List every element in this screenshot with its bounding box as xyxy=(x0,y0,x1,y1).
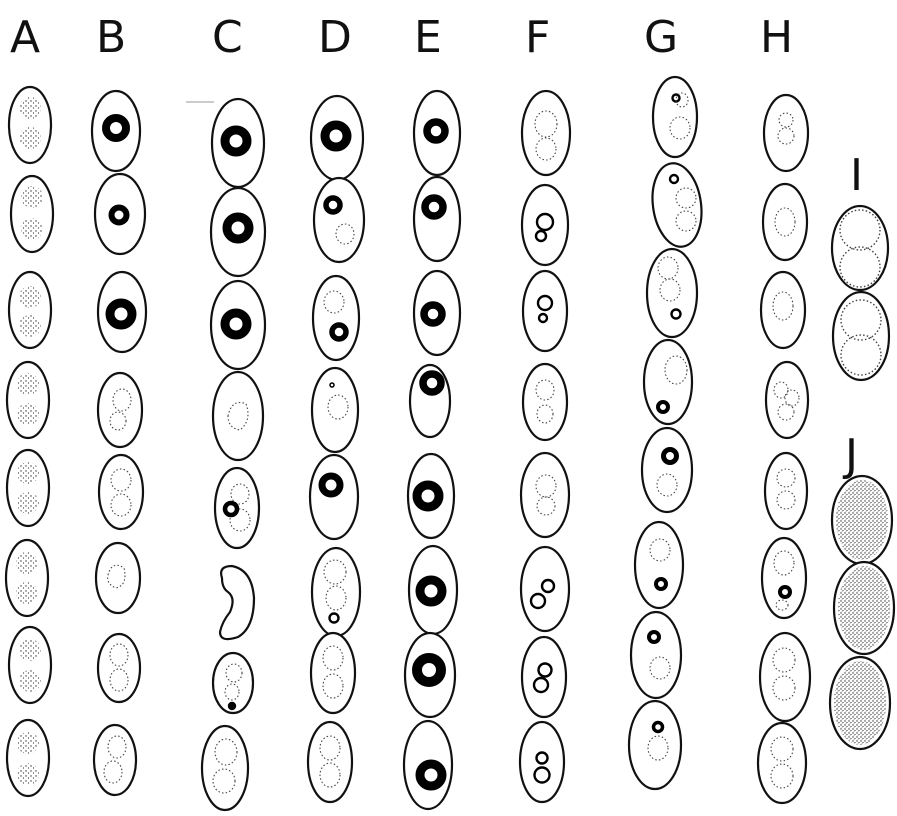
cell-b-8 xyxy=(94,725,136,795)
cell-e-6 xyxy=(409,546,457,634)
cell-b-3 xyxy=(98,272,146,352)
cell-f-7 xyxy=(522,637,566,717)
cell-g-3 xyxy=(647,249,697,337)
cell-c-3 xyxy=(211,281,265,369)
column-label-b: B xyxy=(96,12,126,63)
cell-e-5 xyxy=(408,454,454,538)
cell-d-5 xyxy=(310,455,358,539)
cell-a-4 xyxy=(7,362,49,438)
cell-e-2 xyxy=(414,177,460,261)
column-d-cells xyxy=(308,96,364,802)
column-label-g: G xyxy=(644,12,678,63)
cell-b-7 xyxy=(98,634,140,702)
cell-f-6 xyxy=(521,547,569,631)
cell-h-1 xyxy=(764,95,808,171)
cell-f-4 xyxy=(523,364,567,440)
column-h-cells xyxy=(758,95,810,803)
cell-a-1 xyxy=(9,87,51,163)
column-b-cells xyxy=(92,91,146,795)
column-label-i: I xyxy=(850,150,863,201)
column-label-e: E xyxy=(414,12,442,63)
cell-a-7 xyxy=(9,627,51,703)
cell-h-3 xyxy=(761,272,805,348)
cell-f-3 xyxy=(523,271,567,351)
cell-b-2 xyxy=(95,174,145,254)
column-f-cells xyxy=(520,91,570,802)
column-label-d: D xyxy=(318,12,352,63)
cell-d-3 xyxy=(313,276,359,360)
column-e-cells xyxy=(404,91,460,809)
cell-c-8 xyxy=(202,726,248,810)
cell-e-4 xyxy=(410,365,450,437)
cell-b-6 xyxy=(96,543,140,613)
cell-i-2 xyxy=(833,292,889,380)
cell-g-2 xyxy=(647,160,706,250)
cell-e-1 xyxy=(414,91,460,175)
cell-g-1 xyxy=(653,77,697,157)
cell-i-1 xyxy=(832,206,888,290)
cell-d-1 xyxy=(311,96,363,180)
cell-c-2 xyxy=(211,188,265,276)
column-j-cells xyxy=(830,476,894,749)
cell-g-7 xyxy=(631,612,681,698)
column-label-j: J xyxy=(842,430,858,481)
cell-j-3 xyxy=(830,657,890,749)
cell-f-1 xyxy=(522,91,570,175)
column-i-cells xyxy=(832,206,889,380)
cell-h-6 xyxy=(762,538,806,618)
cell-d-2 xyxy=(314,178,364,262)
cell-b-4 xyxy=(98,373,142,447)
cell-c-5 xyxy=(215,468,259,548)
cell-g-6 xyxy=(635,522,683,608)
cell-a-6 xyxy=(6,540,48,616)
cell-j-1 xyxy=(832,476,892,564)
cell-e-8 xyxy=(404,721,452,809)
column-g-cells xyxy=(629,77,707,789)
cell-f-2 xyxy=(522,185,568,265)
cell-h-2 xyxy=(763,184,807,260)
cell-b-1 xyxy=(92,91,140,171)
cell-h-7 xyxy=(760,633,810,721)
cell-a-8 xyxy=(7,720,49,796)
cell-f-5 xyxy=(521,453,569,537)
cell-c-4 xyxy=(213,372,263,460)
cell-a-3 xyxy=(9,272,51,348)
cell-c-7 xyxy=(213,653,253,713)
cell-d-7 xyxy=(311,633,355,713)
cell-a-5 xyxy=(7,450,49,526)
column-label-a: A xyxy=(10,12,40,63)
cell-g-5 xyxy=(642,428,692,512)
column-c-cells xyxy=(186,99,265,810)
cell-a-2 xyxy=(11,176,53,252)
cell-d-4 xyxy=(312,368,358,452)
cell-c-1 xyxy=(212,99,264,187)
cell-e-3 xyxy=(414,271,460,355)
cell-g-4 xyxy=(644,340,692,424)
column-label-h: H xyxy=(760,12,793,63)
cell-d-8 xyxy=(308,722,352,802)
cell-h-5 xyxy=(765,453,807,529)
cell-f-8 xyxy=(520,722,564,802)
cell-c-6 xyxy=(220,566,254,639)
column-label-f: F xyxy=(525,12,550,63)
cell-g-8 xyxy=(629,701,681,789)
column-label-c: C xyxy=(212,12,243,63)
column-a-cells xyxy=(6,87,53,796)
cell-d-6 xyxy=(312,548,360,636)
cell-h-4 xyxy=(766,362,808,438)
cell-b-5 xyxy=(99,455,143,529)
cell-h-8 xyxy=(758,723,806,803)
cell-j-2 xyxy=(834,562,894,654)
cell-e-7 xyxy=(405,633,455,717)
